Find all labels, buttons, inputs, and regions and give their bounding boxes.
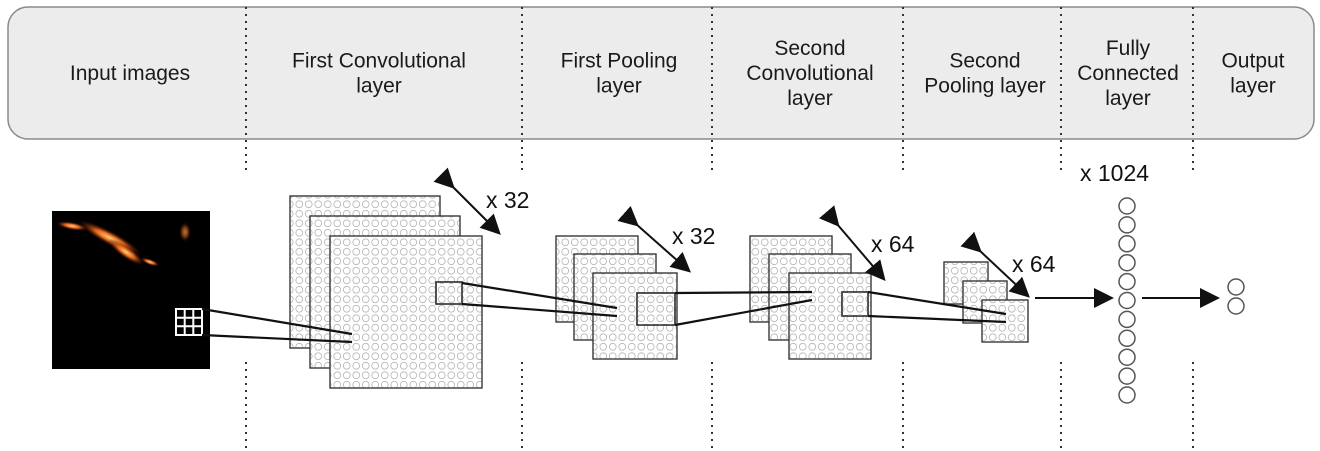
layer-label-5-line-2: layer — [1105, 87, 1151, 110]
layer-label-4-line-0: Second — [949, 50, 1020, 73]
conv2-multiplier: x 64 — [871, 231, 915, 257]
fc-neuron — [1118, 348, 1136, 366]
header-bar — [7, 6, 1315, 140]
output-neuron — [1227, 278, 1245, 296]
pool2-multiplier: x 64 — [1012, 251, 1056, 277]
depth-arrows — [433, 167, 1030, 298]
fc-neuron — [1118, 253, 1136, 272]
layer-label-2-line-0: First Pooling — [561, 50, 678, 73]
fully-connected-neurons — [1118, 197, 1136, 404]
layer-label-5-line-0: Fully — [1106, 37, 1151, 60]
layer-label-0-line-0: Input images — [70, 62, 190, 85]
layer-label-3-line-1: Convolutional — [746, 62, 873, 85]
output-neurons — [1227, 278, 1245, 315]
receptive-field-grid — [175, 308, 203, 336]
fc-neuron — [1118, 216, 1136, 234]
pool1-feature-maps — [555, 235, 678, 360]
layer-label-5-line-1: Connected — [1077, 62, 1179, 85]
fc-neuron — [1118, 291, 1136, 310]
pool1-multiplier: x 32 — [672, 223, 715, 249]
conv1-feature-maps — [289, 195, 483, 389]
fc-neuron — [1118, 329, 1136, 348]
layer-label-2-line-1: layer — [596, 75, 642, 98]
conv2-feature-maps — [749, 235, 872, 360]
layer-label-1-line-0: First Convolutional — [292, 50, 466, 73]
fc-multiplier: x 1024 — [1080, 160, 1149, 186]
layer-label-6-line-1: layer — [1230, 75, 1276, 98]
fc-neuron — [1118, 310, 1136, 329]
fc-neuron — [1118, 197, 1136, 215]
connection-lines — [201, 281, 1007, 344]
fc-neuron — [1118, 272, 1136, 291]
layer-label-3-line-2: layer — [787, 87, 833, 110]
layer-label-3-line-0: Second — [774, 37, 845, 60]
layer-label-1-line-1: layer — [356, 75, 402, 98]
fc-neuron — [1118, 386, 1136, 404]
layer-label-6-line-0: Output — [1221, 50, 1284, 73]
input-image — [52, 211, 210, 369]
conv1-multiplier: x 32 — [486, 187, 529, 213]
fc-neuron — [1118, 235, 1136, 253]
fc-neuron — [1118, 367, 1136, 385]
layer-label-4-line-1: Pooling layer — [924, 75, 1045, 98]
layer-separators — [245, 7, 1194, 451]
output-neuron — [1227, 297, 1245, 315]
